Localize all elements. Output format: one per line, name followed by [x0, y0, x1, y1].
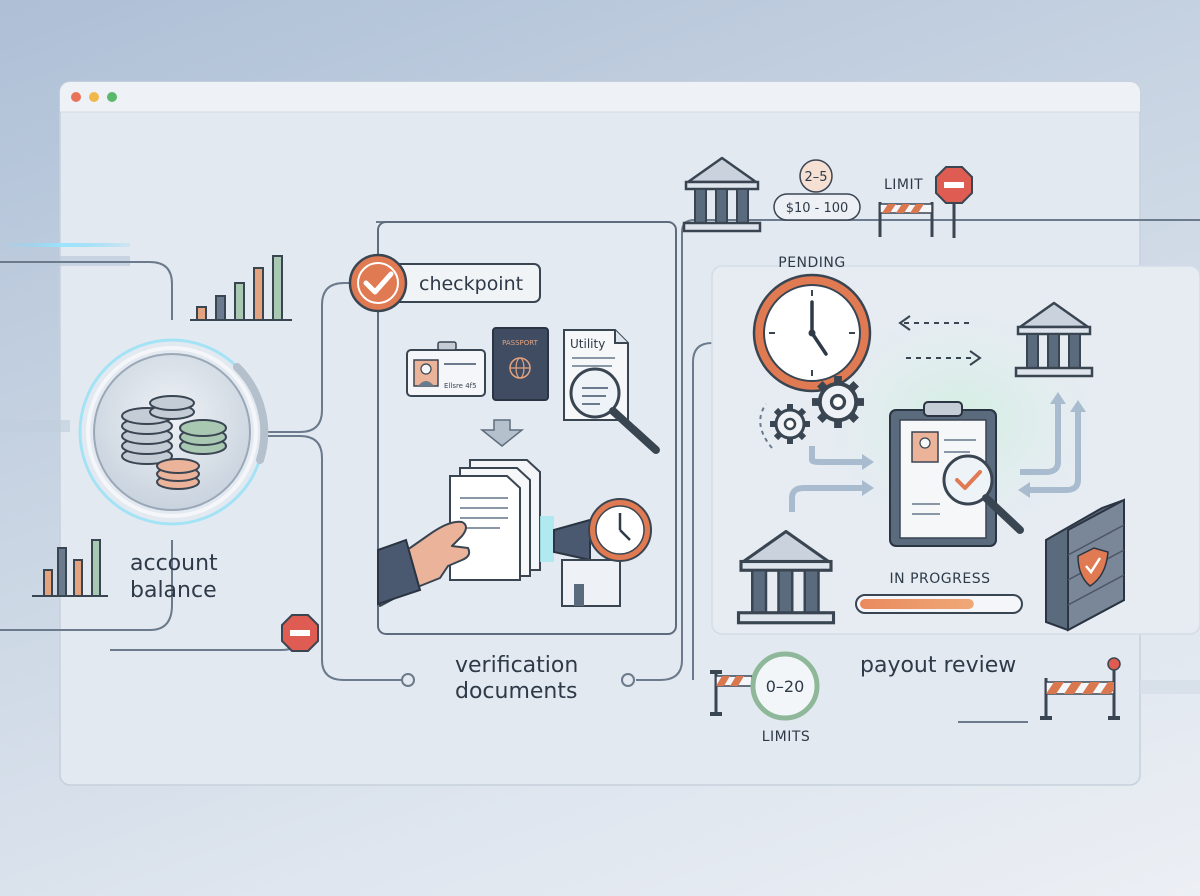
checkpoint-label: checkpoint — [419, 273, 523, 295]
window-maximize-button[interactable] — [107, 92, 117, 102]
down-arrow-icon — [479, 419, 525, 447]
account-balance-label-2: balance — [130, 578, 217, 603]
in-progress-label: IN PROGRESS — [890, 571, 991, 587]
dashed-arrows — [898, 315, 982, 366]
gear-icon — [770, 404, 810, 444]
clipboard-icon — [889, 401, 1024, 547]
payout-review-label: payout review — [860, 653, 1016, 678]
amount-range-badge: $10 - 100 — [773, 193, 861, 221]
passport-label: PASSPORT — [502, 339, 539, 347]
id-card-text: Ellsre 4f5 — [444, 382, 477, 390]
connector-node — [621, 673, 635, 687]
limits-label: LIMITS — [762, 729, 811, 745]
bar-chart-icon — [32, 539, 108, 597]
limit-label: LIMIT — [884, 177, 923, 193]
checkmark-badge-icon — [348, 253, 408, 313]
barrier-icon — [878, 202, 934, 237]
window-minimize-button[interactable] — [89, 92, 99, 102]
checkpoint-badge[interactable]: checkpoint — [348, 253, 541, 313]
window-close-button[interactable] — [71, 92, 81, 102]
stop-sign-icon — [281, 614, 319, 652]
barrier-icon — [710, 670, 753, 716]
flow-arrows — [789, 400, 1081, 512]
bar-chart-icon — [190, 255, 292, 321]
progress-bar — [855, 594, 1023, 614]
magnifier-icon — [569, 367, 660, 454]
coin-stack-icon — [121, 395, 227, 490]
range-badge: 0–20 — [750, 651, 820, 721]
connector-node — [401, 673, 415, 687]
passport-icon: PASSPORT — [492, 327, 549, 401]
pending-label: PENDING — [778, 255, 846, 271]
stop-sign-icon — [935, 166, 973, 204]
hand-icon — [377, 520, 471, 607]
utility-label: Utility — [570, 337, 605, 351]
verification-label-2: documents — [455, 679, 577, 704]
scanner-icon — [540, 516, 621, 607]
account-balance-node[interactable] — [78, 338, 269, 526]
amount-range-text: $10 - 100 — [786, 201, 849, 216]
days-badge: 2–5 — [799, 159, 833, 193]
range-badge-text: 0–20 — [766, 677, 805, 696]
flow-arrowheads — [862, 392, 1086, 498]
clock-icon — [752, 273, 872, 393]
window-controls[interactable] — [71, 92, 117, 102]
cycle-arrow — [759, 403, 773, 449]
firewall-shield-icon — [1045, 498, 1125, 632]
progress-fill — [860, 599, 974, 609]
id-card-icon: Ellsre 4f5 — [406, 341, 486, 397]
document-stack-icon — [449, 459, 541, 581]
days-badge-text: 2–5 — [804, 170, 827, 185]
clock-icon — [588, 498, 652, 562]
verification-label-1: verification — [455, 653, 578, 678]
barrier-icon — [1040, 657, 1121, 720]
account-balance-label-1: account — [130, 551, 218, 576]
